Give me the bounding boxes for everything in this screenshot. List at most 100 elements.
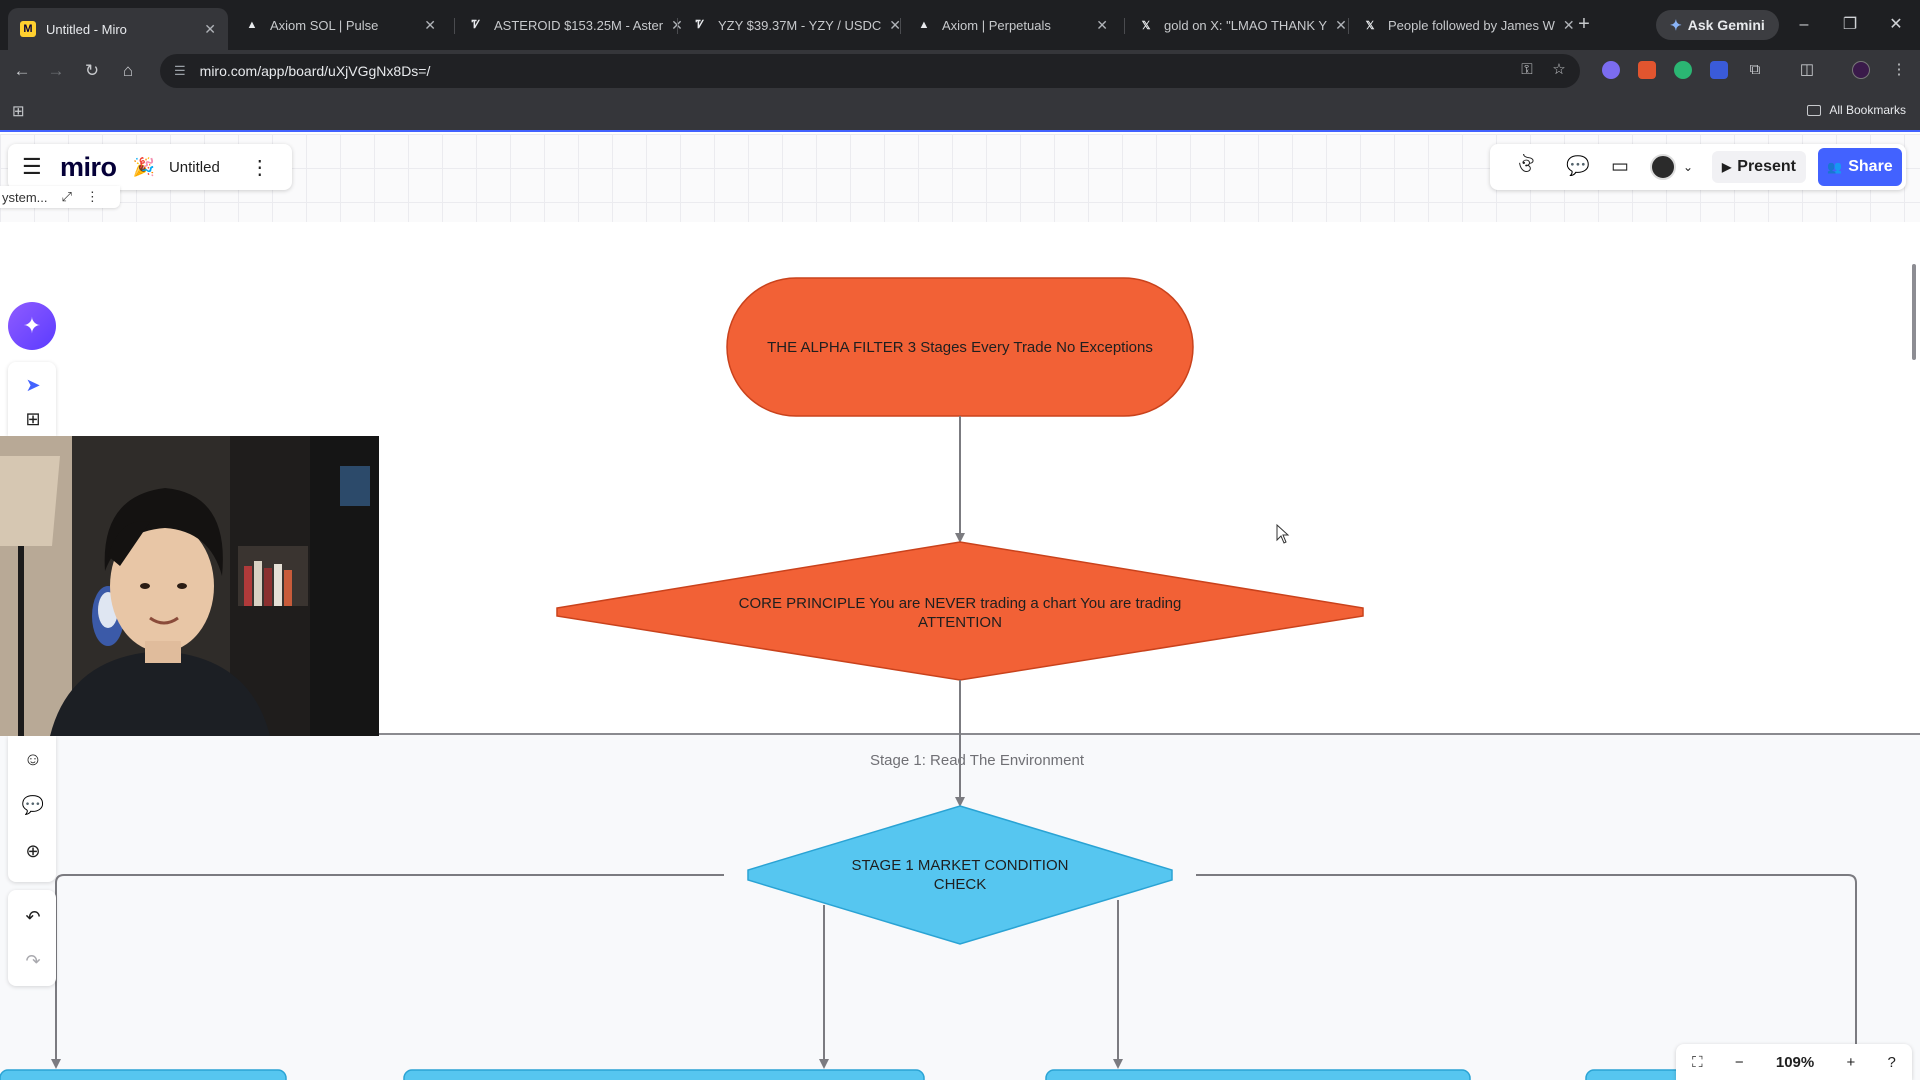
extension-icon[interactable] <box>1710 61 1728 79</box>
help-icon[interactable]: ? <box>1887 1053 1896 1071</box>
dex-favicon-icon: Ꮴ <box>695 18 705 31</box>
forward-arrow-icon[interactable]: → <box>47 61 65 80</box>
zoom-level[interactable]: 109% <box>1775 1053 1815 1071</box>
password-key-icon[interactable]: ⚿ <box>1521 61 1533 78</box>
bookmarks-bar: ⊞ All Bookmarks <box>0 92 1920 132</box>
core-node-line-2: ATTENTION <box>918 614 1002 631</box>
bookmark-star-icon[interactable]: ☆ <box>1552 61 1566 78</box>
side-panel-icon[interactable]: ◫ <box>1799 61 1815 78</box>
redo-icon[interactable]: ↷ <box>25 951 41 971</box>
main-menu-icon[interactable]: ☰ <box>22 154 42 179</box>
reload-icon[interactable]: ↻ <box>84 61 100 80</box>
reactions-icon[interactable]: ঔ <box>1518 156 1534 177</box>
fit-to-screen-icon[interactable]: ⛶ <box>1692 1053 1703 1071</box>
board-options-icon[interactable]: ⋮ <box>249 156 270 179</box>
minimize-window-icon[interactable]: – <box>1799 16 1809 33</box>
core-node-text: CORE PRINCIPLE You are NEVER trading a c… <box>640 590 1280 636</box>
zoom-controls: ⛶ − 109% + ? <box>1676 1044 1912 1080</box>
tab-asteroid[interactable]: Ꮴ ASTEROID $153.25M - Aster ✕ <box>456 8 683 42</box>
new-tab-plus-icon[interactable]: + <box>1578 13 1590 35</box>
tab-yzy[interactable]: Ꮴ YZY $39.37M - YZY / USDC ✕ <box>680 8 901 42</box>
tab-untitled-miro[interactable]: M Untitled - Miro ✕ <box>8 8 228 50</box>
expand-icon[interactable]: ⤢ <box>61 189 72 204</box>
browser-menu-icon[interactable]: ⋮ <box>1891 61 1907 78</box>
mouse-pointer-icon <box>1276 523 1290 544</box>
address-bar[interactable]: ☰ miro.com/app/board/uXjVGgNx8Ds=/ <box>160 54 1580 88</box>
party-popper-icon[interactable]: 🎉 <box>132 156 155 177</box>
tab-title: YZY $39.37M - YZY / USDC <box>718 17 882 33</box>
core-node-line-1: CORE PRINCIPLE You are NEVER trading a c… <box>738 595 1182 612</box>
templates-icon[interactable]: ⊞ <box>25 409 41 429</box>
zoom-in-icon[interactable]: + <box>1846 1053 1856 1071</box>
select-cursor-icon[interactable]: ➤ <box>25 375 41 395</box>
tab-title: ASTEROID $153.25M - Aster <box>494 17 664 33</box>
extension-icon[interactable] <box>1602 61 1620 79</box>
miro-logo[interactable]: miro <box>60 151 117 182</box>
video-call-icon[interactable]: ▭ <box>1611 156 1629 177</box>
all-bookmarks-button[interactable]: All Bookmarks <box>1807 103 1906 117</box>
stage1-option-node-1[interactable] <box>0 1069 287 1080</box>
site-settings-icon[interactable]: ☰ <box>174 63 186 78</box>
x-favicon-icon: 𝕏 <box>1365 19 1375 32</box>
tab-separator <box>900 18 901 34</box>
close-tab-icon[interactable]: ✕ <box>671 17 683 34</box>
tab-axiom-perpetuals[interactable]: ▲ Axiom | Perpetuals ✕ <box>904 8 1120 42</box>
gemini-sparkle-icon: ✦ <box>1670 16 1682 33</box>
tab-axiom-pulse[interactable]: ▲ Axiom SOL | Pulse ✕ <box>232 8 448 42</box>
close-window-icon[interactable]: ✕ <box>1889 16 1903 33</box>
browser-tab-strip: M Untitled - Miro ✕ ▲ Axiom SOL | Pulse … <box>0 0 1920 50</box>
chevron-down-icon[interactable]: ⌄ <box>1682 160 1694 174</box>
close-tab-icon[interactable]: ✕ <box>204 20 216 37</box>
profile-avatar[interactable] <box>1852 61 1870 79</box>
close-tab-icon[interactable]: ✕ <box>1096 16 1108 33</box>
vertical-scrollbar-thumb[interactable] <box>1912 264 1916 360</box>
stage1-option-node-2[interactable] <box>403 1069 925 1080</box>
tab-x-gold[interactable]: 𝕏 gold on X: "LMAO THANK Y ✕ <box>1126 8 1347 42</box>
connector-stage1-right-branch[interactable] <box>1196 874 1857 1080</box>
creation-toolbar-top: ➤ ⊞ <box>8 362 56 436</box>
connector-stage1-left-branch[interactable] <box>51 874 724 1069</box>
board-title[interactable]: Untitled <box>168 158 220 176</box>
chat-icon[interactable]: 💬 <box>1566 156 1590 177</box>
user-avatar[interactable] <box>1650 154 1676 180</box>
frame-name-label[interactable]: ystem... <box>2 189 48 205</box>
share-users-icon: 👥 <box>1827 160 1843 174</box>
stage1-decision-node[interactable] <box>747 805 1173 945</box>
miro-favicon-icon: M <box>20 21 36 37</box>
stage1-option-node-3[interactable] <box>1045 1069 1471 1080</box>
undo-icon[interactable]: ↶ <box>25 907 41 927</box>
tab-separator <box>677 18 678 34</box>
more-options-icon[interactable]: ⋮ <box>85 189 99 204</box>
close-tab-icon[interactable]: ✕ <box>424 16 436 33</box>
add-more-icon[interactable]: ⊕ <box>25 841 41 861</box>
extension-icon[interactable] <box>1638 61 1656 79</box>
tab-title: People followed by James W <box>1388 17 1555 33</box>
webcam-video-feed <box>0 436 379 736</box>
home-icon[interactable]: ⌂ <box>122 61 134 80</box>
close-tab-icon[interactable]: ✕ <box>889 16 902 33</box>
comment-icon[interactable]: 💬 <box>21 795 45 815</box>
restore-window-icon[interactable]: ❐ <box>1842 16 1858 33</box>
stamp-icon[interactable]: ☺ <box>23 749 43 769</box>
extension-icon[interactable] <box>1674 61 1692 79</box>
tab-title: Untitled - Miro <box>46 21 127 37</box>
apps-grid-icon[interactable]: ⊞ <box>12 103 25 120</box>
extensions-puzzle-icon[interactable]: ⧉ <box>1749 61 1761 78</box>
present-button[interactable]: ▶ Present <box>1712 151 1806 183</box>
stage-frame-label[interactable]: Stage 1: Read The Environment <box>870 752 1085 769</box>
ask-gemini-button[interactable]: ✦ Ask Gemini <box>1656 10 1779 40</box>
dex-favicon-icon: Ꮴ <box>471 18 481 31</box>
axiom-favicon-icon: ▲ <box>918 19 930 31</box>
share-button[interactable]: 👥 Share <box>1818 148 1902 186</box>
close-tab-icon[interactable]: ✕ <box>1562 16 1575 33</box>
stage1-node-text: STAGE 1 MARKET CONDITION CHECK <box>800 852 1120 898</box>
tab-title: Axiom | Perpetuals <box>942 17 1051 33</box>
ai-sparkle-button[interactable]: ✦ <box>8 302 56 350</box>
title-node-text: THE ALPHA FILTER 3 Stages Every Trade No… <box>740 330 1180 364</box>
zoom-out-icon[interactable]: − <box>1734 1053 1744 1071</box>
tab-x-people[interactable]: 𝕏 People followed by James W ✕ <box>1350 8 1575 42</box>
ask-gemini-label: Ask Gemini <box>1687 17 1765 33</box>
close-tab-icon[interactable]: ✕ <box>1335 16 1347 33</box>
back-arrow-icon[interactable]: ← <box>13 61 31 80</box>
